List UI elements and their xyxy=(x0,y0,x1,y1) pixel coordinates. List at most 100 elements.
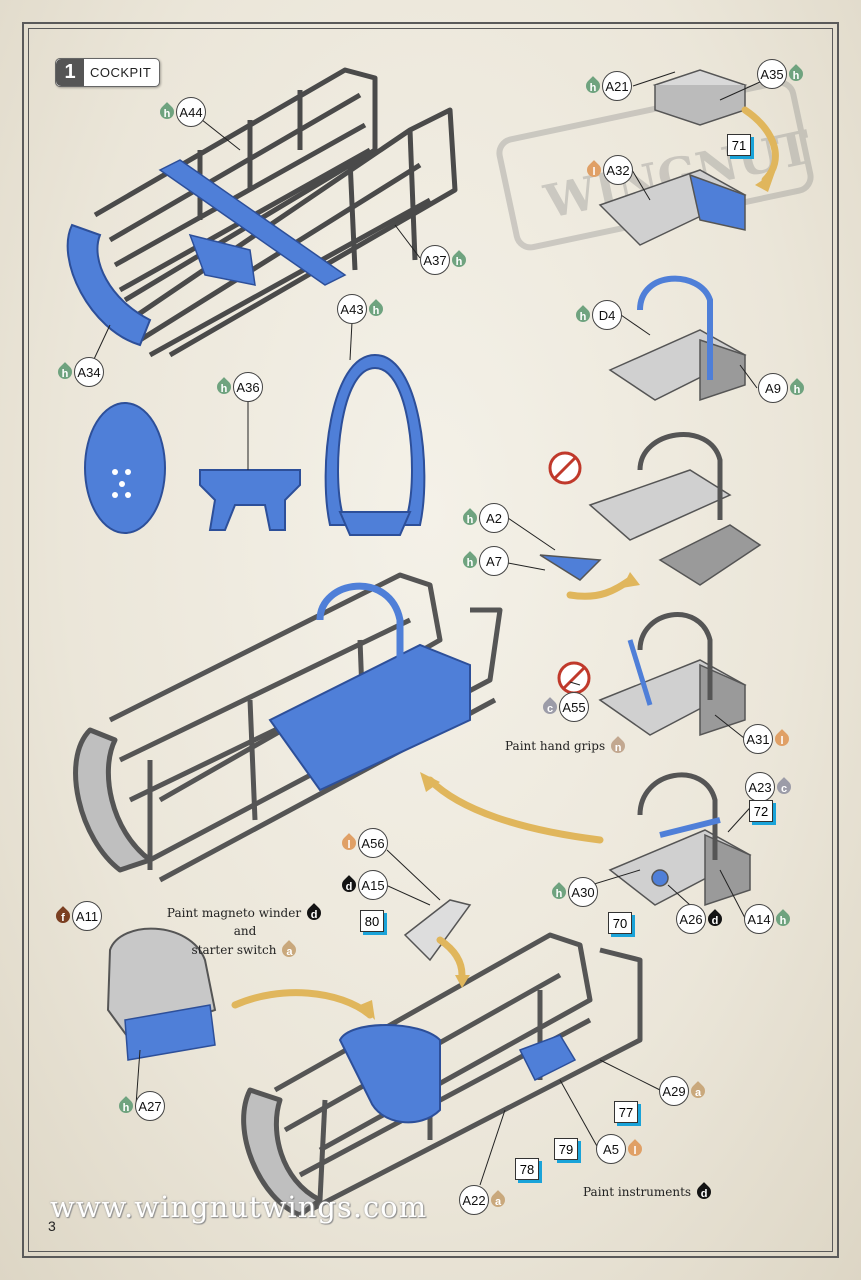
step-number: 1 xyxy=(56,59,84,86)
paint-drop-icon: h xyxy=(366,298,386,320)
frame-a36-blue xyxy=(188,233,256,286)
callout-a15: d A15 xyxy=(339,870,388,900)
part-number: A34 xyxy=(74,357,104,387)
paint-drop-icon: d xyxy=(694,1181,714,1203)
part-a34-plate xyxy=(84,402,166,534)
leader-lines xyxy=(87,71,761,1186)
part-number: A55 xyxy=(559,692,589,722)
part-number: A29 xyxy=(659,1076,689,1106)
ref-square-71: 71 xyxy=(727,134,751,156)
callout-a44: h A44 xyxy=(157,97,206,127)
part-number: A56 xyxy=(358,828,388,858)
part-number: A26 xyxy=(676,904,706,934)
part-a43-ring xyxy=(324,353,426,526)
paint-drop-icon: a xyxy=(279,939,300,961)
callout-a7: h A7 xyxy=(460,546,509,576)
part-number: A7 xyxy=(479,546,509,576)
step-d4-a9-drawing xyxy=(608,275,747,402)
paint-drop-icon: h xyxy=(214,376,234,398)
part-number: A37 xyxy=(420,245,450,275)
paint-drop-icon: d xyxy=(304,902,324,924)
page-border-inner xyxy=(28,28,833,1252)
part-a56-plate xyxy=(403,899,472,962)
callout-a9: A9 h xyxy=(758,373,807,403)
step-a21-a35-drawing xyxy=(598,69,748,246)
bottom-seat-blue xyxy=(338,1024,441,1124)
note-magneto-starter: Paint magneto winder d and starter switc… xyxy=(160,902,330,961)
part-number: A9 xyxy=(758,373,788,403)
callout-a36: h A36 xyxy=(214,372,263,402)
paint-drop-icon: h xyxy=(583,75,603,97)
paint-drop-icon: a xyxy=(688,1080,708,1102)
part-number: A22 xyxy=(459,1185,489,1215)
middle-cockpit-floor-blue xyxy=(268,643,471,792)
note-instruments: Paint instruments d xyxy=(583,1181,714,1203)
part-number: A44 xyxy=(176,97,206,127)
callout-a21: h A21 xyxy=(583,71,632,101)
paint-drop-icon: l xyxy=(339,832,359,854)
ref-square-70: 70 xyxy=(608,912,632,934)
paint-drop-icon: d xyxy=(339,874,359,896)
part-number: A15 xyxy=(358,870,388,900)
callout-a37: A37 h xyxy=(420,245,469,275)
part-number: A21 xyxy=(602,71,632,101)
callout-a55: c A55 xyxy=(540,692,589,722)
assembly-arrows xyxy=(231,106,779,1019)
paint-drop-icon: a xyxy=(488,1189,508,1211)
callout-a23: A23 c xyxy=(745,772,794,802)
page-border-outer xyxy=(22,22,839,1258)
callout-a31: A31 l xyxy=(743,724,792,754)
part-number: A36 xyxy=(233,372,263,402)
part-number: A5 xyxy=(596,1134,626,1164)
paint-drop-icon: h xyxy=(55,361,75,383)
no-glue-icon-2 xyxy=(557,661,591,695)
part-number: A27 xyxy=(135,1091,165,1121)
callout-a14: A14 h xyxy=(744,904,793,934)
bottom-frame-drawing xyxy=(241,932,643,1218)
part-number: A11 xyxy=(72,901,102,931)
part-number: A35 xyxy=(757,59,787,89)
paint-drop-icon: d xyxy=(705,908,725,930)
footer-url: www.wingnutwings.com xyxy=(50,1190,428,1224)
callout-a26: A26 d xyxy=(676,904,725,934)
ref-square-78: 78 xyxy=(515,1158,539,1180)
step-title: COCKPIT xyxy=(90,65,152,80)
paint-drop-icon: n xyxy=(608,735,629,757)
callout-a30: h A30 xyxy=(549,877,598,907)
callout-a5: A5 l xyxy=(596,1134,645,1164)
part-number: A14 xyxy=(744,904,774,934)
paint-drop-icon: l xyxy=(625,1138,645,1160)
part-number: A43 xyxy=(337,294,367,324)
callout-a2: h A2 xyxy=(460,503,509,533)
step-a55-a31-drawing xyxy=(598,612,747,737)
callout-a27: h A27 xyxy=(116,1091,165,1121)
ref-square-72: 72 xyxy=(749,800,773,822)
ref-square-80: 80 xyxy=(360,910,384,932)
step-a23-a30-drawing xyxy=(608,772,752,907)
part-number: A31 xyxy=(743,724,773,754)
callout-d4: h D4 xyxy=(573,300,622,330)
note-hand-grips: Paint hand grips n xyxy=(505,735,629,757)
part-number: A32 xyxy=(603,155,633,185)
paint-drop-icon: l xyxy=(772,728,792,750)
step-a2-a7-drawing xyxy=(539,432,762,586)
part-a36-frame xyxy=(199,469,301,531)
step-header: 1 COCKPIT xyxy=(55,58,161,87)
callout-a43: A43 h xyxy=(337,294,386,324)
callout-a32: l A32 xyxy=(584,155,633,185)
paint-drop-icon: l xyxy=(584,159,604,181)
paint-drop-icon: c xyxy=(540,696,560,718)
frame-a34-front-blue xyxy=(66,223,152,347)
paint-drop-icon: h xyxy=(786,63,806,85)
frame-a37-drawing xyxy=(93,67,458,358)
ref-square-77: 77 xyxy=(614,1101,638,1123)
paint-drop-icon: h xyxy=(773,908,793,930)
no-glue-icon-1 xyxy=(548,451,582,485)
frame-a44-crossbar-blue xyxy=(158,159,347,286)
paint-drop-icon: h xyxy=(460,507,480,529)
paint-drop-icon: h xyxy=(549,881,569,903)
paint-drop-icon: f xyxy=(53,905,73,927)
paint-drop-icon: h xyxy=(116,1095,136,1117)
